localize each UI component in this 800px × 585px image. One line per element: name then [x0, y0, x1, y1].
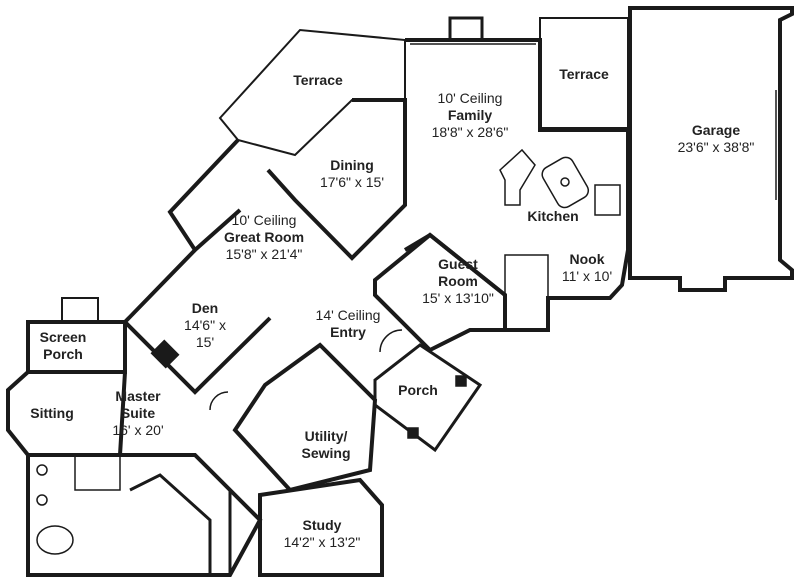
room-label-porch: Porch	[398, 382, 438, 399]
den-dims-2: 15'	[195, 334, 215, 350]
room-label-kitchen: Kitchen	[527, 208, 578, 225]
room-label-entry: 14' Ceiling Entry	[316, 307, 381, 341]
utility-name-2: Sewing	[301, 445, 351, 461]
shower	[74, 454, 121, 491]
den-fireplace	[150, 339, 180, 369]
porch-column-1	[455, 375, 467, 387]
great-room-dims: 15'8" x 21'4"	[225, 246, 303, 262]
master-suite-dims: 16' x 20'	[112, 422, 164, 438]
family-dims: 18'8" x 28'6"	[431, 124, 509, 140]
kitchen-island	[541, 156, 590, 209]
study-walls	[258, 477, 384, 577]
room-label-guest-room: Guest Room 15' x 13'10"	[422, 256, 494, 307]
guest-bath	[504, 254, 549, 331]
guest-room-name-1: Guest	[438, 256, 478, 272]
fireplace-chimney	[448, 16, 484, 42]
family-ceiling: 10' Ceiling	[437, 90, 503, 106]
utility-name-1: Utility/	[304, 428, 348, 444]
garage-name: Garage	[691, 122, 741, 138]
den-dims-1: 14'6" x	[184, 317, 226, 333]
garage-walls	[628, 6, 794, 292]
room-label-sitting: Sitting	[30, 405, 74, 422]
den-name: Den	[191, 300, 219, 316]
cooktop-burner	[560, 177, 570, 187]
utility-walls	[232, 342, 378, 493]
room-label-great-room: 10' Ceiling Great Room 15'8" x 21'4"	[224, 212, 304, 263]
kitchen-counter	[499, 148, 536, 206]
master-suite-walls	[6, 370, 127, 457]
sitting-name: Sitting	[30, 405, 74, 421]
dining-walls	[266, 98, 407, 261]
room-label-screen-porch: Screen Porch	[40, 329, 87, 363]
garage-dims: 23'6" x 38'8"	[677, 139, 755, 155]
great-room-name: Great Room	[223, 229, 305, 245]
master-bath-walls	[26, 453, 263, 577]
nook-dims: 11' x 10'	[561, 268, 613, 284]
closet-walls	[129, 453, 232, 575]
master-suite-name-1: Master	[115, 388, 161, 404]
bathtub	[36, 525, 74, 555]
great-room-walls	[167, 138, 242, 254]
room-label-garage: Garage 23'6" x 38'8"	[678, 122, 755, 156]
terrace-west-name: Terrace	[293, 72, 343, 88]
dining-dims: 17'6" x 15'	[319, 174, 385, 190]
dining-name: Dining	[330, 157, 374, 173]
entry-ceiling: 14' Ceiling	[315, 307, 381, 323]
entry-name: Entry	[330, 324, 366, 340]
master-door-swing	[209, 391, 229, 411]
nook-bench	[594, 184, 621, 216]
family-name: Family	[447, 107, 493, 123]
porch-name: Porch	[398, 382, 438, 398]
study-name: Study	[302, 517, 342, 533]
nook-name: Nook	[569, 251, 605, 267]
guest-room-name-2: Room	[438, 273, 478, 289]
sink-1	[36, 464, 48, 476]
guest-room-dims: 15' x 13'10"	[422, 290, 494, 306]
sink-2	[36, 494, 48, 506]
room-label-master-suite: Master Suite 16' x 20'	[112, 388, 163, 439]
terrace-east-name: Terrace	[559, 66, 609, 82]
room-label-dining: Dining 17'6" x 15'	[320, 157, 384, 191]
study-dims: 14'2" x 13'2"	[283, 534, 361, 550]
room-label-nook: Nook 11' x 10'	[562, 251, 612, 285]
screen-porch-step	[61, 297, 99, 323]
room-label-family: 10' Ceiling Family 18'8" x 28'6"	[432, 90, 509, 141]
guest-room-walls	[373, 232, 507, 353]
screen-porch-name-2: Porch	[43, 346, 83, 362]
room-label-utility: Utility/ Sewing	[301, 428, 350, 462]
master-suite-name-2: Suite	[120, 405, 156, 421]
great-room-ceiling: 10' Ceiling	[231, 212, 297, 228]
entry-door-swing	[379, 329, 403, 353]
room-label-terrace-east: Terrace	[559, 66, 609, 83]
room-label-study: Study 14'2" x 13'2"	[284, 517, 361, 551]
room-label-terrace-west: Terrace	[293, 72, 343, 89]
terrace-west-outline	[218, 28, 406, 157]
kitchen-name: Kitchen	[527, 208, 579, 224]
screen-porch-name-1: Screen	[39, 329, 87, 345]
porch-column-2	[407, 427, 419, 439]
room-label-den: Den 14'6" x 15'	[184, 300, 226, 351]
